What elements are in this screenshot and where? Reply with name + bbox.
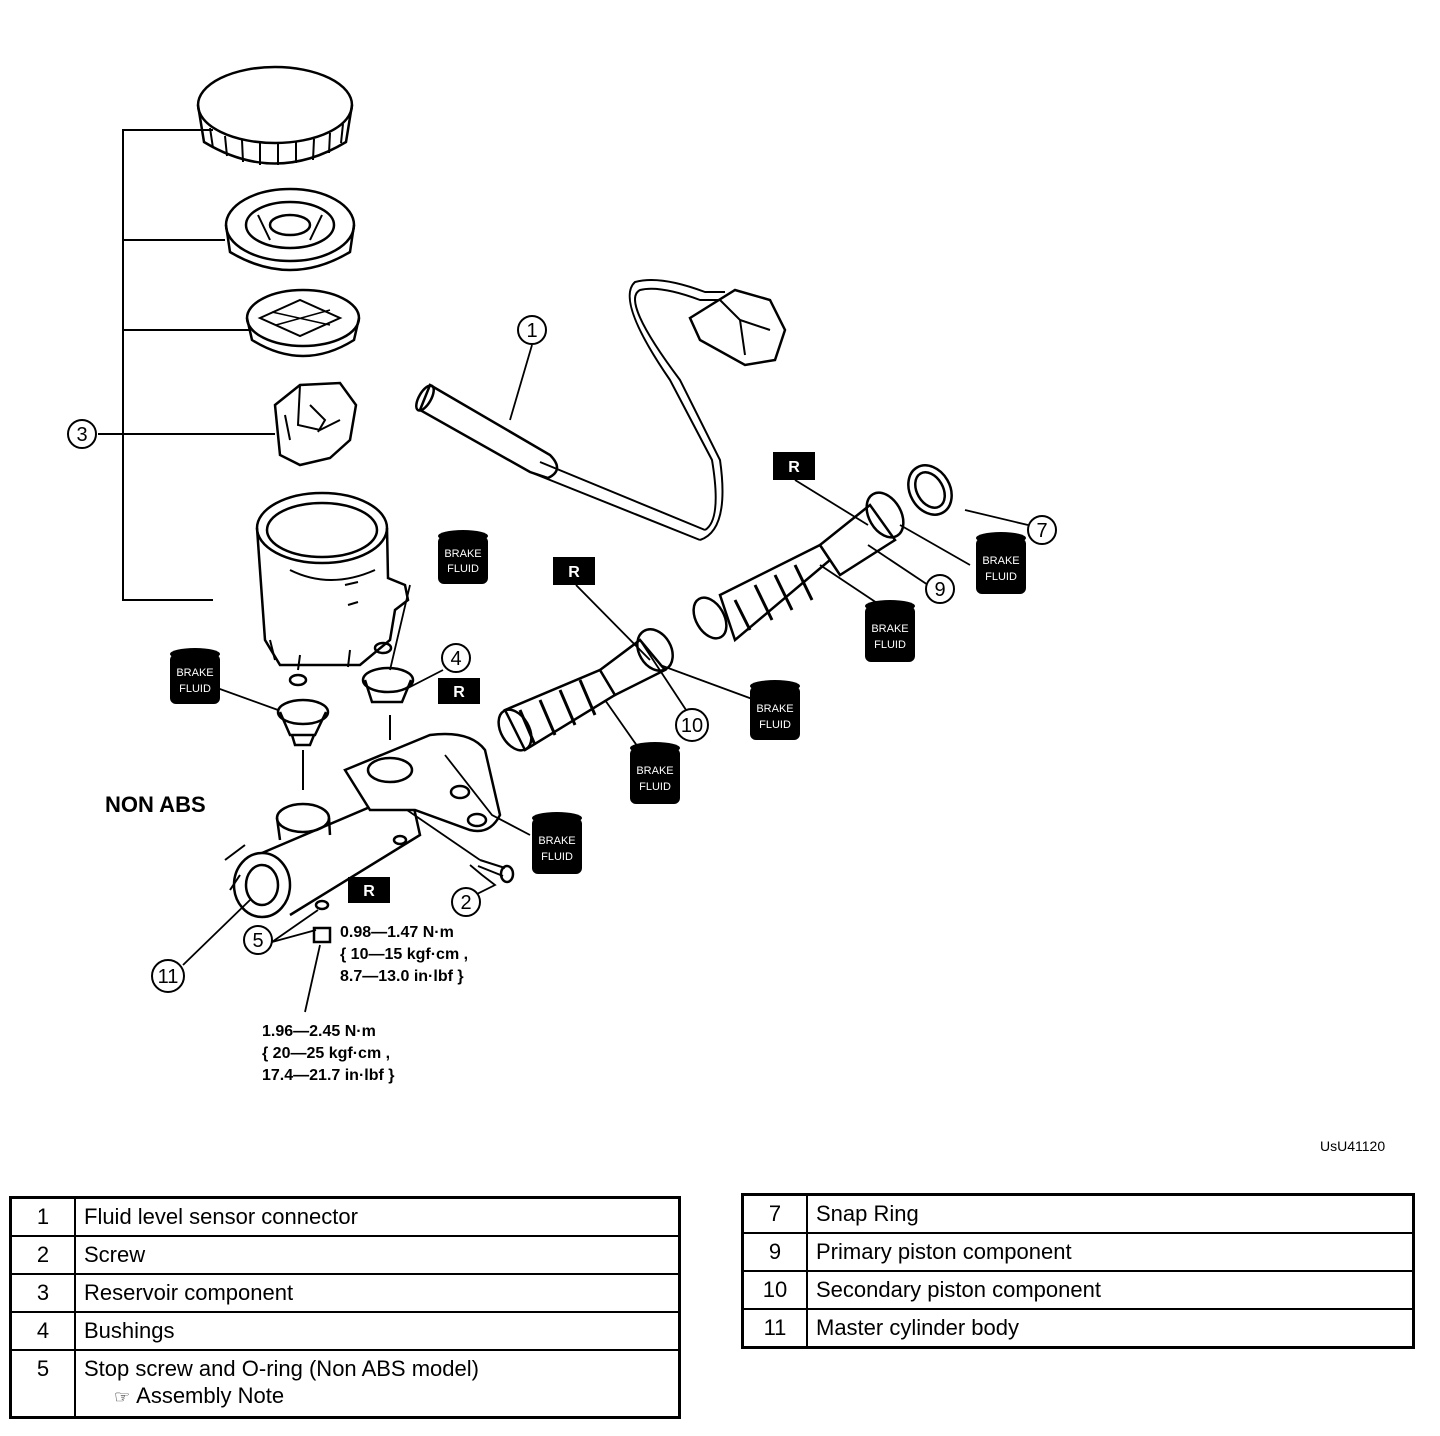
legend-desc: Primary piston component [806, 1232, 1415, 1272]
reservoir-cap [196, 65, 354, 165]
legend-table-left: 1 Fluid level sensor connector 2 Screw 3… [9, 1196, 681, 1419]
torque-stop-screw-line2: { 10—15 kgf·cm , [340, 946, 468, 963]
reservoir-float [273, 381, 358, 467]
table-row: 11 Master cylinder body [741, 1308, 1415, 1349]
brake-fluid-label-2: FLUID [759, 719, 791, 731]
replace-badge: R [788, 459, 800, 476]
brake-fluid-label-1: BRAKE [176, 667, 213, 679]
callout-3: 3 [67, 419, 97, 449]
brake-fluid-label-2: FLUID [639, 781, 671, 793]
reservoir-strainer [245, 288, 361, 358]
brake-fluid-label-2: FLUID [985, 571, 1017, 583]
callout-7: 7 [1027, 515, 1057, 545]
legend-desc: Snap Ring [806, 1193, 1415, 1234]
replace-badge: R [453, 684, 465, 701]
legend-desc: Secondary piston component [806, 1270, 1415, 1310]
leader-lines [182, 344, 1029, 1013]
brake-fluid-label-2: FLUID [179, 683, 211, 695]
torque-body-line2: { 20—25 kgf·cm , [262, 1045, 390, 1062]
pointing-hand-icon: ☞ [114, 1387, 131, 1407]
legend-num: 4 [9, 1311, 76, 1351]
secondary-piston [497, 628, 674, 752]
brake-fluid-label-1: BRAKE [756, 703, 793, 715]
primary-piston [692, 464, 953, 643]
legend-desc: Reservoir component [74, 1273, 681, 1313]
master-cylinder-body [224, 732, 502, 919]
brake-fluid-label-1: BRAKE [871, 623, 908, 635]
replace-badges: R R R R [348, 452, 815, 903]
svg-text:4: 4 [450, 648, 461, 670]
callout-4: 4 [441, 643, 471, 673]
screw [477, 859, 515, 884]
legend-num: 3 [9, 1273, 76, 1313]
legend-desc-cell: Stop screw and O-ring (Non ABS model) ☞A… [74, 1349, 681, 1419]
legend-num: 1 [9, 1196, 76, 1237]
legend-num: 7 [741, 1193, 808, 1234]
legend-num: 10 [741, 1270, 808, 1310]
brake-fluid-label-1: BRAKE [538, 835, 575, 847]
legend-desc: Bushings [74, 1311, 681, 1351]
svg-text:1: 1 [526, 320, 537, 342]
table-row: 1 Fluid level sensor connector [9, 1196, 681, 1237]
table-row: 2 Screw [9, 1235, 681, 1275]
stop-screw [312, 899, 332, 944]
fluid-level-sensor [415, 279, 787, 541]
drawing-code: UsU41120 [1320, 1138, 1385, 1154]
legend-desc: Stop screw and O-ring (Non ABS model) [84, 1356, 479, 1381]
legend-num: 11 [741, 1308, 808, 1349]
table-row: 7 Snap Ring [741, 1193, 1415, 1234]
callout-10: 10 [675, 708, 709, 742]
table-row: 9 Primary piston component [741, 1232, 1415, 1272]
legend-num: 2 [9, 1235, 76, 1275]
svg-text:11: 11 [158, 966, 179, 988]
brake-fluid-label-2: FLUID [874, 639, 906, 651]
callout-1: 1 [517, 315, 547, 345]
torque-body-line1: 1.96—2.45 N·m [262, 1023, 376, 1040]
svg-text:10: 10 [681, 715, 703, 737]
callout-3-bracket [98, 129, 275, 601]
table-row: 5 Stop screw and O-ring (Non ABS model) … [9, 1349, 681, 1419]
legend-desc: Fluid level sensor connector [74, 1196, 681, 1237]
torque-stop-screw-line3: 8.7—13.0 in·lbf } [340, 968, 464, 985]
callouts: 1 2 3 4 5 7 9 10 11 [67, 315, 1057, 993]
callout-11: 11 [151, 959, 185, 993]
brake-fluid-label-2: FLUID [541, 851, 573, 863]
torque-body-line3: 17.4—21.7 in·lbf } [262, 1067, 395, 1084]
legend-desc: Screw [74, 1235, 681, 1275]
assembly-note: ☞Assembly Note [84, 1383, 670, 1410]
torque-stop-screw-line1: 0.98—1.47 N·m [340, 924, 454, 941]
callout-9: 9 [925, 574, 955, 604]
bushing-rear [276, 698, 330, 747]
reservoir-tank [255, 491, 410, 687]
table-row: 10 Secondary piston component [741, 1270, 1415, 1310]
svg-text:2: 2 [460, 892, 471, 914]
svg-text:7: 7 [1036, 520, 1047, 542]
svg-text:3: 3 [76, 424, 87, 446]
legend-num: 5 [9, 1349, 76, 1419]
table-row: 3 Reservoir component [9, 1273, 681, 1313]
brake-fluid-label-1: BRAKE [982, 555, 1019, 567]
brake-fluid-symbols: BRAKE FLUID BRAKE FLUID BRAKE FLUID BRAK… [170, 530, 1026, 874]
callout-5: 5 [243, 925, 273, 955]
brake-fluid-label-1: BRAKE [636, 765, 673, 777]
bushing-front [361, 666, 415, 704]
legend-num: 9 [741, 1232, 808, 1272]
legend-desc: Master cylinder body [806, 1308, 1415, 1349]
replace-badge: R [363, 883, 375, 900]
brake-fluid-label-1: BRAKE [444, 548, 481, 560]
exploded-diagram: BRAKE FLUID BRAKE FLUID BRAKE FLUID BRAK… [67, 65, 1385, 1154]
non-abs-label: NON ABS [105, 792, 206, 817]
table-row: 4 Bushings [9, 1311, 681, 1351]
callout-2: 2 [451, 887, 481, 917]
svg-text:9: 9 [934, 579, 945, 601]
reservoir-diaphragm [224, 187, 356, 272]
replace-badge: R [568, 564, 580, 581]
legend-table-right: 7 Snap Ring 9 Primary piston component 1… [741, 1193, 1415, 1349]
assembly-note-label: Assembly Note [136, 1383, 285, 1408]
svg-text:5: 5 [252, 930, 263, 952]
brake-fluid-label-2: FLUID [447, 563, 479, 575]
